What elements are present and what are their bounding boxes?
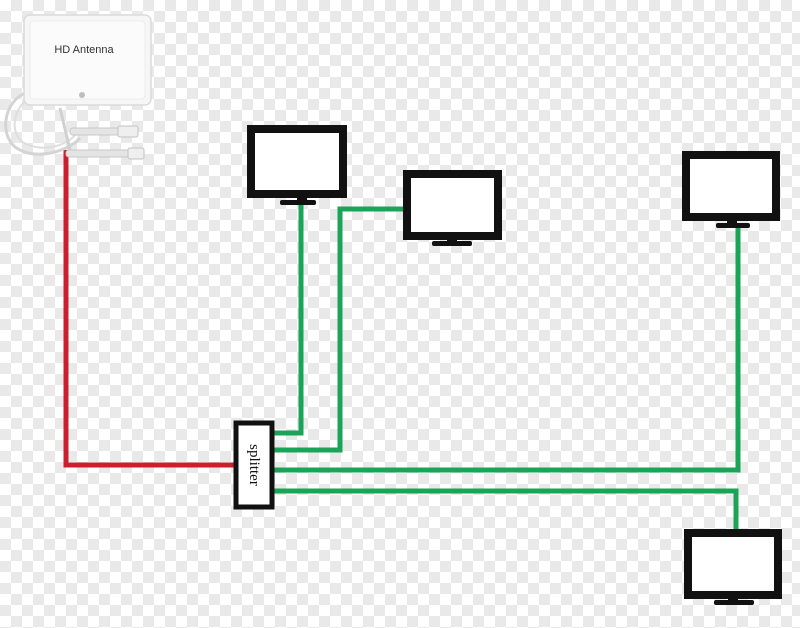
tv-monitor-icon <box>682 151 780 228</box>
tv-cables <box>272 200 741 532</box>
tv-monitor-icon <box>247 125 347 205</box>
antenna-label: HD Antenna <box>54 44 114 56</box>
cable-tv-1 <box>272 200 304 436</box>
antenna-cable <box>63 150 236 468</box>
splitter-label: splitter <box>246 444 262 486</box>
tv-monitor-icon <box>684 529 782 605</box>
antenna-icon <box>4 14 152 160</box>
cable-tv-4 <box>272 488 739 532</box>
splitter-icon <box>233 420 275 510</box>
cable-tv-3 <box>272 224 741 473</box>
cable-tv-2 <box>272 206 410 453</box>
tv-monitor-icon <box>403 170 502 246</box>
